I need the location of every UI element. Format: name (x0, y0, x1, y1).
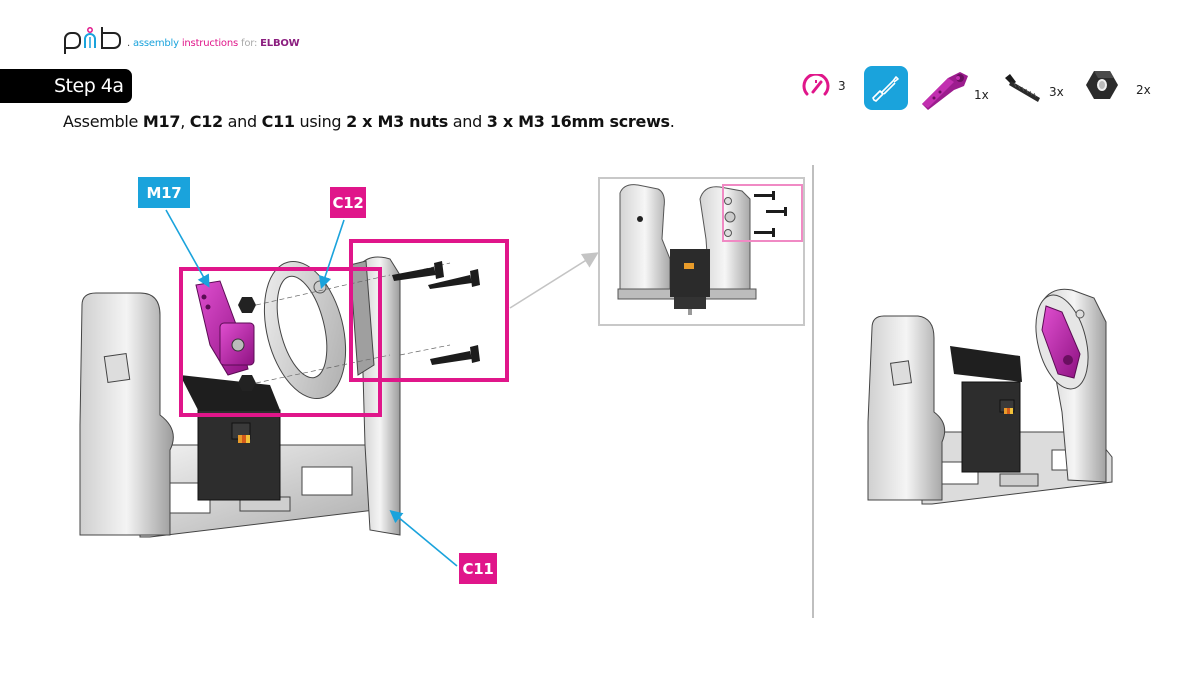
assembled-result-figure (862, 282, 1132, 510)
inset-arrow (509, 252, 599, 309)
part-item-servo-arm: 1x (918, 66, 989, 110)
part-c12-ref: C12 (189, 112, 223, 131)
step-label: Step 4a (54, 75, 124, 97)
instruction-text: Assemble M17, C12 and C11 using 2 x M3 n… (63, 112, 675, 131)
inset-highlight-screws (722, 184, 803, 242)
required-tool (864, 66, 908, 110)
part-m17-ref: M17 (142, 112, 181, 131)
logo-tagline: . assembly instructions for: ELBOW (127, 38, 300, 49)
inset-rear-view (598, 177, 805, 326)
part-c11-ref: C11 (261, 112, 295, 131)
callout-c12: C12 (330, 187, 366, 218)
screwdriver-icon (872, 76, 899, 102)
screwdriver-badge (864, 66, 908, 110)
screws-ref: 3 x M3 16mm screws (486, 112, 670, 131)
assembly-subject: ELBOW (260, 38, 300, 49)
screw-icon (1005, 74, 1040, 102)
pib-logo-icon (64, 27, 121, 54)
exploded-assembly-figure (70, 245, 520, 555)
hex-nut-icon (1086, 71, 1118, 99)
section-divider (812, 165, 814, 618)
difficulty-value: 3 (838, 79, 846, 93)
nut-qty: 2x (1136, 83, 1151, 97)
parts-list: 3 1x (0, 66, 1200, 112)
servo-arm-qty: 1x (974, 88, 989, 102)
nuts-ref: 2 x M3 nuts (346, 112, 448, 131)
speedometer-icon (802, 74, 830, 96)
elbow-exploded-illustration (79, 256, 480, 538)
callout-c11: C11 (459, 553, 497, 584)
highlight-box-screws (349, 239, 509, 382)
part-item-screw: 3x (1002, 72, 1064, 104)
step-badge: Step 4a (0, 69, 132, 103)
pib-logo: . assembly instructions for: ELBOW (62, 27, 300, 55)
servo-arm-icon (922, 72, 968, 110)
callout-m17: M17 (138, 177, 190, 208)
elbow-assembled-illustration (867, 288, 1113, 505)
difficulty-rating: 3 (800, 74, 846, 98)
screw-qty: 3x (1049, 85, 1064, 99)
part-item-nut: 2x (1084, 68, 1151, 104)
highlight-box-m17-c12 (179, 267, 382, 417)
